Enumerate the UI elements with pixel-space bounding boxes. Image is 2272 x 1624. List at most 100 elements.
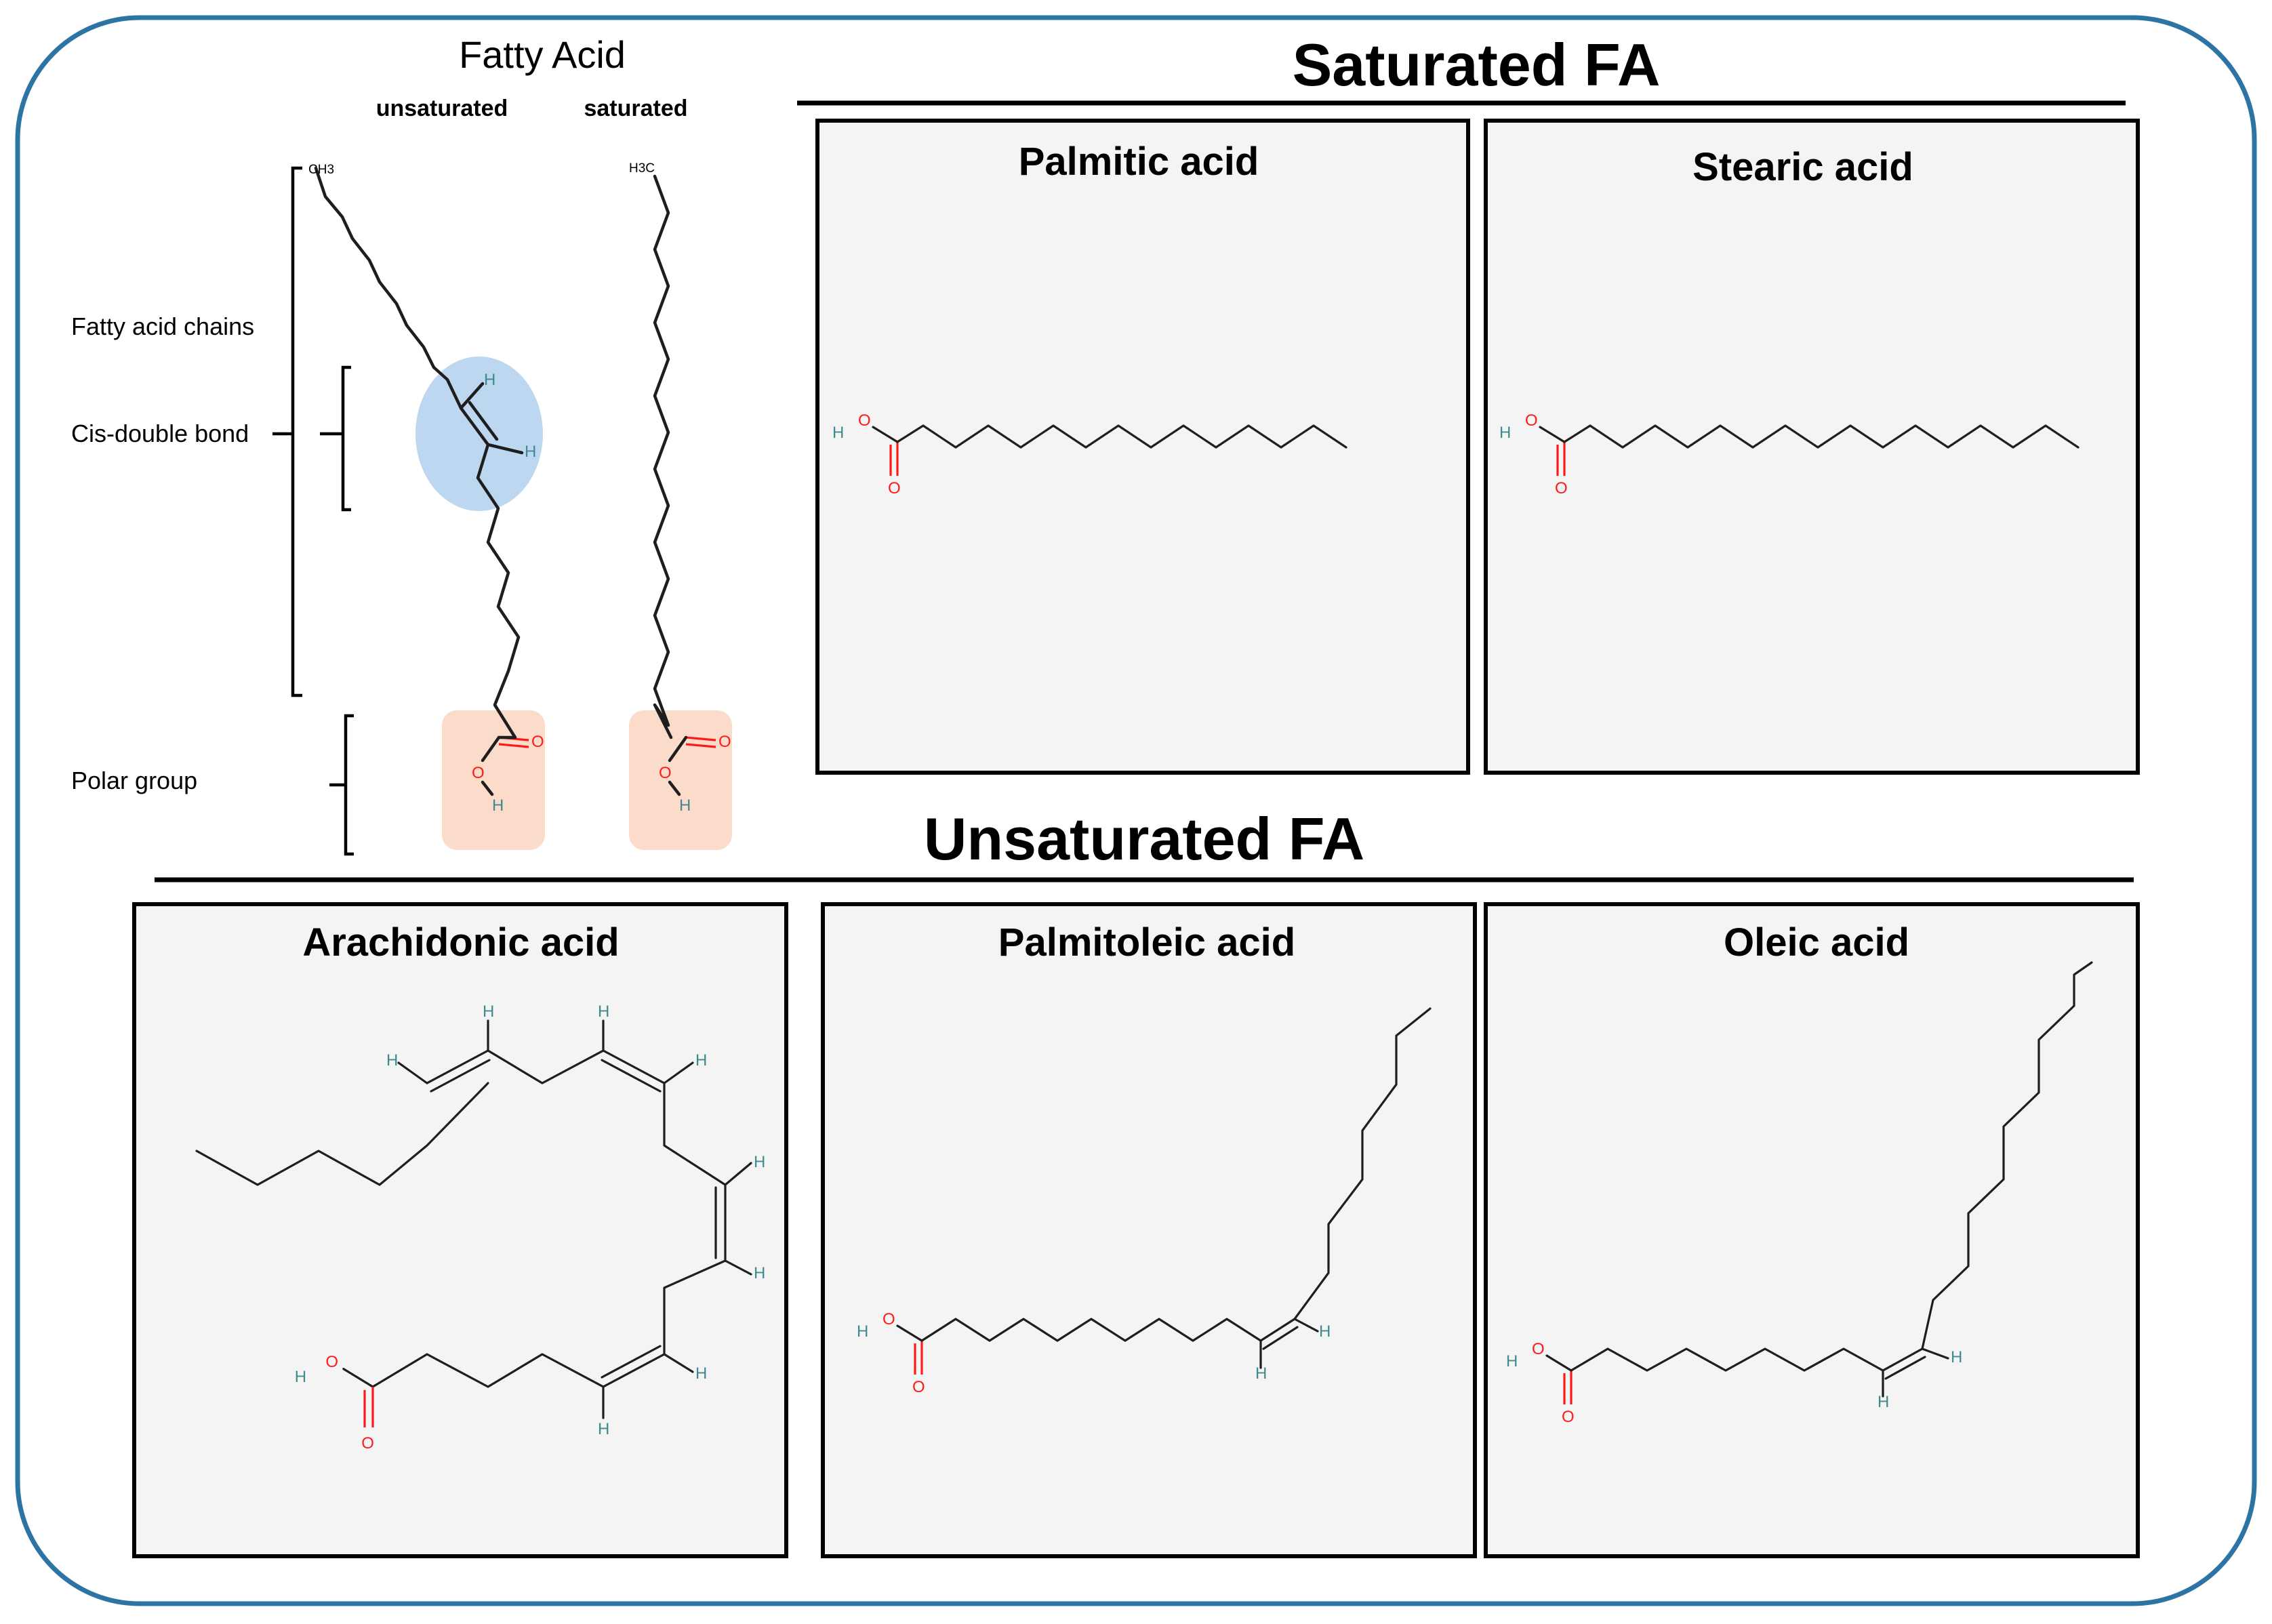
palmitic-c-oh-bond: [872, 426, 899, 443]
arachidonic-h1: H: [386, 1051, 398, 1070]
arachidonic-hb4: [663, 1061, 694, 1084]
arachidonic-hb1: [397, 1061, 428, 1084]
arachidonic-seg2: [487, 1049, 605, 1084]
palmitoleic-hb2: [1293, 1318, 1319, 1333]
arachidonic-tail: [195, 1082, 489, 1186]
oleic-acid-carboxyl: OHO: [1506, 1340, 1575, 1426]
saturated-section-title: Saturated FA: [1293, 31, 1661, 98]
legend-unsat-h-bond-1: [459, 382, 485, 410]
panel-stearic-acid: [1484, 119, 2140, 775]
arachidonic-hb5: [724, 1162, 752, 1186]
legend-unsat-chain-link: [432, 365, 463, 410]
oleic-db-b: [1884, 1356, 1926, 1380]
palmitoleic-hydroxyl-h: H: [857, 1322, 868, 1341]
arachidonic-seg4: [663, 1259, 727, 1356]
arachidonic-carbonyl-o: O: [361, 1434, 374, 1453]
panel-palmitic-acid: [815, 119, 1470, 775]
legend-unsat-h-bond-2: [486, 443, 524, 455]
palmitoleic-acid-carboxyl: OHO: [857, 1310, 925, 1396]
arachidonic-db1-b: [430, 1059, 491, 1093]
chains-bracket: [291, 166, 302, 697]
arachidonic-acid-carboxyl: OHO: [295, 1353, 374, 1453]
stearic-chain-link: [1563, 424, 1591, 443]
oleic-h2: H: [1951, 1348, 1962, 1366]
stearic-acid-chain: [1589, 424, 2080, 449]
oleic-h1: H: [1878, 1393, 1889, 1411]
legend-unsat-hydroxyl-o: O: [472, 764, 485, 782]
legend-sat-o-h-bond: [668, 780, 681, 796]
arachidonic-h6: H: [754, 1264, 765, 1282]
cis-bracket: [272, 365, 351, 512]
arachidonic-db1-a: [426, 1049, 489, 1084]
arachidonic-h7: H: [695, 1364, 707, 1383]
palmitic-carbonyl-o: O: [888, 479, 901, 498]
stearic-carbonyl-o: O: [1555, 479, 1568, 498]
polar-bracket: [329, 714, 354, 856]
arachidonic-h2: H: [483, 1002, 494, 1021]
panel-oleic-acid: [1484, 902, 2140, 1558]
legend-unsat-double-bond-b: [468, 401, 499, 441]
legend-title: Fatty Acid: [459, 33, 626, 76]
palmitoleic-hydroxyl-o: O: [883, 1310, 895, 1328]
stearic-acid-carboxyl: OHO: [1499, 411, 1568, 498]
arachidonic-db2-a: [602, 1049, 666, 1084]
palmitic-hydroxyl-h: H: [832, 424, 844, 442]
legend-col-unsaturated: unsaturated: [376, 96, 508, 121]
arachidonic-seg5: [371, 1353, 605, 1388]
palmitoleic-c-oh-bond: [896, 1324, 923, 1342]
panel-arachidonic-acid: [132, 902, 788, 1558]
legend-sat-hydroxyl-o: O: [659, 764, 672, 782]
arachidonic-db4-a: [602, 1353, 666, 1388]
arachidonic-db2-b: [601, 1059, 662, 1093]
palmitoleic-seg1: [954, 1318, 1262, 1342]
oleic-c-oh-bond: [1545, 1354, 1573, 1372]
palmitoleic-db-a: [1259, 1318, 1296, 1342]
panel-title-oleic-acid: Oleic acid: [1724, 920, 1909, 965]
oleic-hb2: [1921, 1347, 1949, 1360]
legend-sat-methyl: H3C: [629, 161, 655, 176]
oleic-acid-molecule: H H OHO: [1506, 961, 2093, 1426]
panel-title-arachidonic-acid: Arachidonic acid: [302, 920, 619, 965]
arachidonic-db4-b: [601, 1345, 662, 1379]
legend-sat-hydroxyl-h: H: [679, 796, 691, 815]
palmitic-hydroxyl-o: O: [858, 411, 871, 430]
legend-sat-c-o-bond-a: [685, 736, 716, 742]
polar-group-highlight-saturated: [629, 710, 732, 850]
legend-unsat-h-1: H: [484, 371, 495, 389]
palmitoleic-chain-link: [920, 1318, 957, 1342]
legend-label-polar: Polar group: [71, 767, 197, 794]
stearic-hydroxyl-h: H: [1499, 424, 1511, 442]
panel-title-palmitoleic-acid: Palmitoleic acid: [998, 920, 1295, 965]
arachidonic-hb7: [663, 1353, 694, 1373]
oleic-chain-link: [1570, 1347, 1609, 1372]
legend-sat-c-o-bond-b: [685, 743, 716, 748]
arachidonic-hb6: [724, 1259, 752, 1276]
arachidonic-h3: H: [598, 1002, 609, 1021]
stearic-hydroxyl-o: O: [1525, 411, 1538, 430]
legend-sat-c-oh-bond: [668, 735, 688, 763]
arachidonic-seg3: [663, 1082, 727, 1186]
legend-unsat-c-oh-bond: [481, 735, 501, 763]
panel-palmitoleic-acid: [821, 902, 1477, 1558]
palmitic-acid-carboxyl: OHO: [832, 411, 901, 498]
legend-unsat-carbonyl-o: O: [531, 733, 544, 751]
legend-unsat-c-o-bond-b: [498, 743, 529, 748]
palmitoleic-carbonyl-o: O: [912, 1378, 925, 1396]
palmitoleic-h1: H: [1255, 1364, 1267, 1383]
legend-unsat-double-bond-a: [459, 406, 490, 447]
legend-sat-carbonyl-o: O: [718, 733, 731, 751]
legend-unsat-chain-top: [314, 166, 436, 369]
arachidonic-h4: H: [695, 1051, 707, 1070]
arachidonic-c-oh-bond: [342, 1367, 374, 1388]
legend-sat-chain: [653, 174, 673, 739]
legend-unsat-h-2: H: [525, 443, 536, 461]
unsaturated-section-title: Unsaturated FA: [924, 805, 1364, 872]
palmitoleic-acid-molecule: H H OHO: [857, 1007, 1432, 1396]
stearic-c-oh-bond: [1539, 426, 1566, 443]
legend-unsat-hydroxyl-h: H: [492, 796, 504, 815]
legend-label-chains: Fatty acid chains: [71, 312, 254, 340]
palmitic-acid-chain: [922, 424, 1347, 449]
legend-unsat-o-h-bond: [481, 780, 494, 796]
